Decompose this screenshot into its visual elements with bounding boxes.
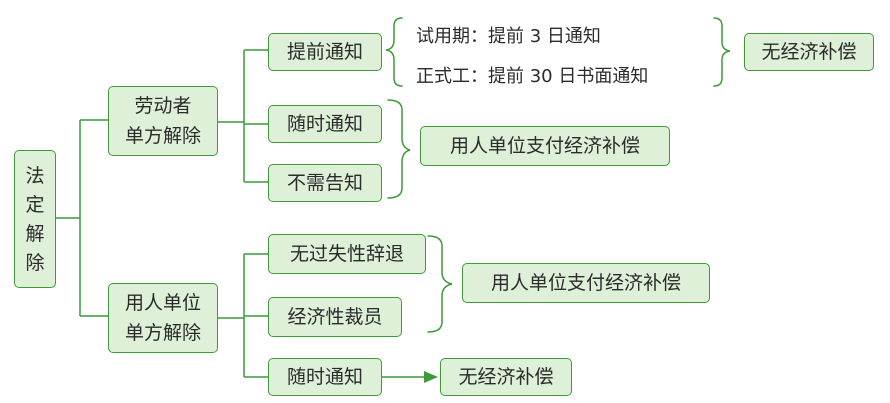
- child-node-anytime-notice: 随时通知: [268, 105, 382, 143]
- branch-node-employer: 用人单位 单方解除: [108, 283, 218, 353]
- child-label: 提前通知: [286, 40, 363, 63]
- root-connector: [56, 119, 108, 317]
- child-node-no-fault-dismissal: 无过失性辞退: [268, 234, 426, 274]
- branch-line: 用人单位: [124, 292, 201, 314]
- child-label: 无过失性辞退: [289, 242, 404, 265]
- branch-line: 劳动者: [134, 95, 192, 117]
- group-result-employer-pays: 用人单位支付经济补偿: [420, 126, 670, 166]
- result-node-no-compensation-2: 无经济补偿: [440, 358, 572, 396]
- child-label: 经济性裁员: [287, 305, 383, 328]
- child-label: 不需告知: [286, 171, 363, 194]
- branch-line: 单方解除: [124, 322, 201, 344]
- detail-brace: [385, 17, 403, 87]
- result-node-no-compensation: 无经济补偿: [744, 33, 874, 71]
- group1-brace: [387, 99, 411, 199]
- branch-line: 单方解除: [124, 125, 201, 147]
- result-label: 无经济补偿: [761, 40, 857, 63]
- result-label: 无经济补偿: [458, 365, 554, 388]
- root-char: 除: [25, 251, 45, 274]
- branch-node-employee: 劳动者 单方解除: [108, 86, 218, 156]
- child-label: 随时通知: [286, 365, 363, 388]
- detail-probation: 试用期：提前 3 日通知: [416, 26, 601, 47]
- root-char: 法: [25, 164, 45, 187]
- detail-regular: 正式工：提前 30 日书面通知: [416, 66, 649, 87]
- child-node-advance-notice: 提前通知: [268, 33, 382, 71]
- root-char: 定: [25, 193, 45, 216]
- group2-brace: [427, 235, 453, 333]
- root-char: 解: [25, 222, 45, 245]
- child-node-economic-layoff: 经济性裁员: [268, 297, 402, 337]
- result-brace: [713, 17, 731, 87]
- branch2-connector: [218, 253, 268, 378]
- result-label: 用人单位支付经济补偿: [490, 271, 681, 294]
- result-label: 用人单位支付经济补偿: [449, 134, 640, 157]
- root-node: 法 定 解 除: [14, 150, 56, 288]
- child-node-anytime-notice-2: 随时通知: [268, 358, 382, 396]
- child-node-no-notice: 不需告知: [268, 164, 382, 202]
- child-label: 随时通知: [286, 112, 363, 135]
- group-result-employer-pays-2: 用人单位支付经济补偿: [462, 263, 710, 303]
- arrow-connector: [382, 371, 438, 383]
- branch1-connector: [218, 49, 268, 183]
